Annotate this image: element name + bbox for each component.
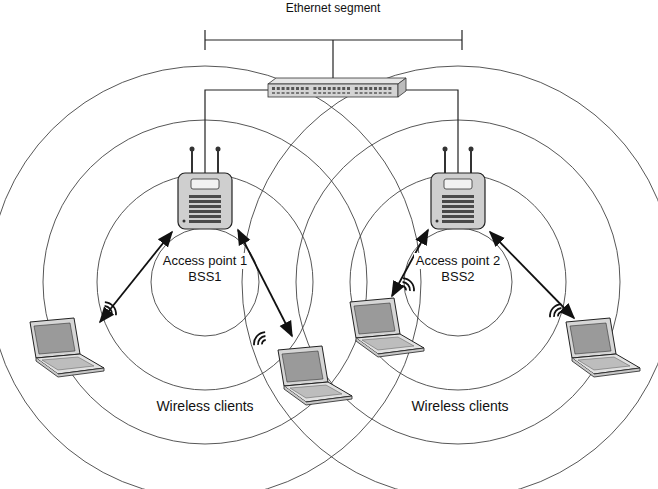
wireless-link-arrow — [490, 232, 574, 318]
ethernet-wire — [398, 90, 458, 173]
laptop-client — [30, 318, 104, 377]
access-point-icon — [428, 145, 488, 231]
coverage-circle — [151, 228, 259, 336]
wifi-symbol — [101, 300, 119, 319]
coverage-circle — [242, 66, 658, 489]
wireless-link-arrow — [238, 230, 292, 336]
laptop-client — [566, 318, 640, 377]
access-point-label: BSS1 — [186, 269, 223, 285]
access-point: Access point 1BSS1 — [159, 145, 252, 285]
access-point-label: Access point 2 — [414, 253, 503, 269]
wifi-symbol — [251, 330, 269, 349]
access-point: Access point 2BSS2 — [412, 145, 505, 285]
wireless-link-arrow — [100, 232, 172, 322]
ethernet-wire — [205, 90, 268, 173]
ethernet-wire — [461, 30, 462, 50]
coverage-circle — [350, 174, 566, 390]
ethernet-wire — [204, 30, 205, 50]
group-label: Wireless clients — [153, 398, 256, 414]
ethernet-wire — [332, 40, 333, 82]
access-point-label: Access point 1 — [161, 253, 250, 269]
access-point-icon — [175, 145, 235, 231]
access-point-label: BSS2 — [439, 269, 476, 285]
network-switch — [268, 78, 406, 97]
laptop-client — [350, 298, 424, 357]
wifi-symbol — [547, 302, 565, 321]
group-label: Wireless clients — [408, 398, 511, 414]
laptop-client — [278, 346, 352, 405]
segment-label: Ethernet segment — [283, 1, 384, 15]
coverage-circle — [0, 66, 421, 489]
wifi-symbol — [399, 276, 417, 295]
